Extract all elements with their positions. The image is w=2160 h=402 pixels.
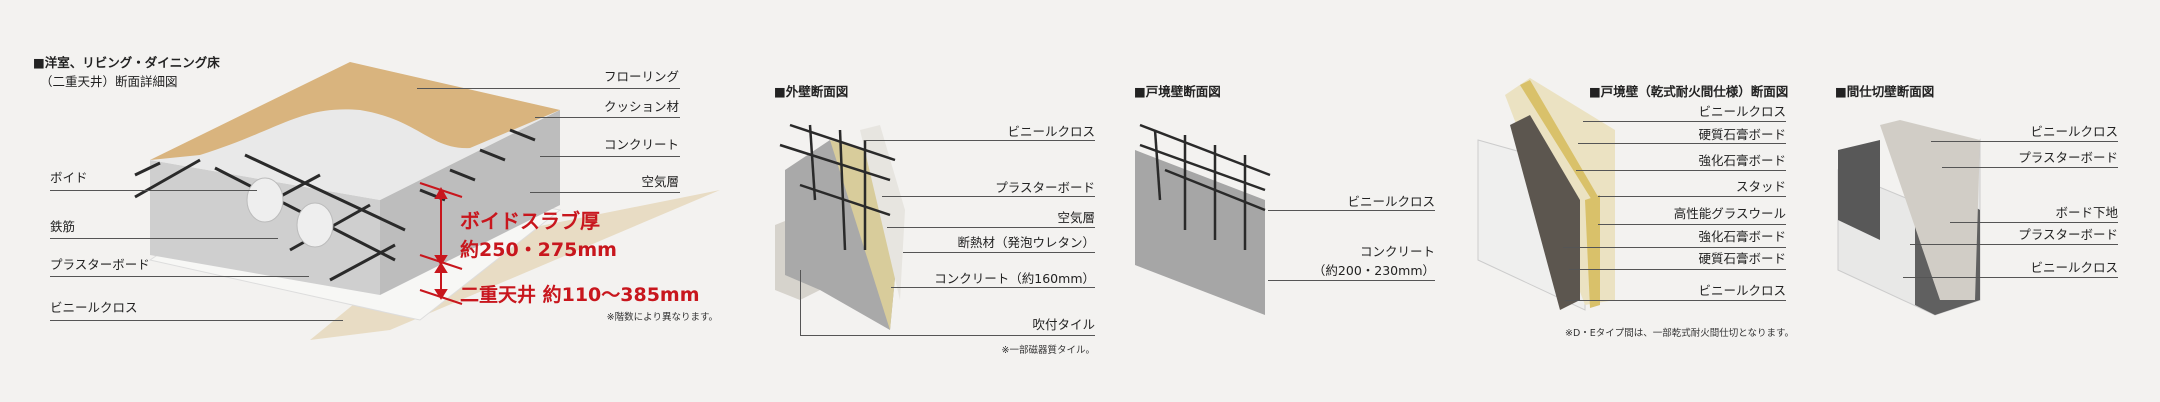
- floor-title-line2: （二重天井）断面詳細図: [40, 74, 178, 89]
- label-vinyl-cloth: ビニールクロス: [1347, 194, 1435, 209]
- leader-line: [535, 117, 680, 118]
- label-concrete: コンクリート: [1359, 244, 1435, 259]
- leader-line: [50, 276, 309, 277]
- dry-party-wall-title: ■戸境壁（乾式耐火間仕様）断面図: [1589, 84, 1789, 99]
- label-air-layer: 空気層: [1057, 210, 1095, 225]
- label-concrete-thickness: （約200・230mm）: [1312, 263, 1435, 278]
- label-plasterboard: プラスターボード: [2018, 227, 2118, 242]
- leader-line: [1569, 269, 1786, 270]
- label-void: ボイド: [50, 170, 88, 185]
- label-vinyl-cloth: ビニールクロス: [1698, 283, 1786, 298]
- exterior-wall-title: ■外壁断面図: [774, 84, 849, 99]
- leader-line: [887, 227, 1095, 228]
- double-ceiling-label: 二重天井 約110〜385mm: [460, 284, 700, 306]
- label-reinforced-gypsum-board: 強化石膏ボード: [1698, 153, 1786, 168]
- floor-title-line1: ■洋室、リビング・ダイニング床: [33, 55, 220, 70]
- floor-note: ※階数により異なります。: [606, 312, 718, 323]
- label-plasterboard: プラスターボード: [2018, 150, 2118, 165]
- leader-line: [1598, 224, 1786, 225]
- leader-line: [903, 252, 1095, 253]
- leader-line: [50, 238, 278, 239]
- label-vinyl-cloth: ビニールクロス: [2030, 260, 2118, 275]
- label-concrete: コンクリート（約160mm）: [934, 271, 1095, 286]
- label-vinyl-cloth: ビニールクロス: [50, 300, 138, 315]
- leader-line: [50, 190, 257, 191]
- leader-line: [800, 270, 801, 335]
- label-rebar: 鉄筋: [50, 219, 76, 234]
- leader-line: [800, 335, 1095, 336]
- leader-line: [1578, 143, 1786, 144]
- partition-wall-title: ■間仕切壁断面図: [1835, 84, 1935, 99]
- leader-line: [1942, 167, 2118, 168]
- leader-line: [540, 156, 680, 157]
- leader-line: [1565, 300, 1786, 301]
- dry-party-wall-illustration: [1477, 78, 1615, 311]
- leader-line: [1268, 210, 1435, 211]
- slab-thickness-label: ボイドスラブ厚: [460, 209, 600, 233]
- label-insulation: 断熱材（発泡ウレタン）: [957, 235, 1095, 250]
- leader-line: [1583, 121, 1786, 122]
- party-wall-illustration: [1135, 123, 1271, 315]
- label-cushion: クッション材: [603, 99, 679, 114]
- party-wall-title: ■戸境壁断面図: [1134, 84, 1221, 99]
- leader-line: [864, 140, 1095, 141]
- leader-line: [1931, 141, 2118, 142]
- slab-thickness-value: 約250・275mm: [460, 239, 617, 261]
- exterior-wall-illustration: [775, 123, 905, 330]
- exterior-wall-note: ※一部磁器質タイル。: [1001, 345, 1095, 356]
- label-concrete: コンクリート: [603, 137, 679, 152]
- label-glass-wool: 高性能グラスウール: [1673, 206, 1786, 221]
- label-reinforced-gypsum-board: 強化石膏ボード: [1698, 229, 1786, 244]
- label-plasterboard: プラスターボード: [995, 180, 1095, 195]
- floor-section-illustration: [134, 62, 720, 340]
- label-vinyl-cloth: ビニールクロス: [2030, 124, 2118, 139]
- label-hard-gypsum-board: 硬質石膏ボード: [1698, 251, 1786, 266]
- leader-line: [417, 88, 680, 89]
- leader-line: [1576, 170, 1786, 171]
- label-sprayed-tile: 吹付タイル: [1032, 317, 1095, 332]
- leader-line: [1563, 247, 1786, 248]
- label-air-layer: 空気層: [641, 174, 679, 189]
- label-stud: スタッド: [1735, 179, 1786, 194]
- leader-line: [882, 196, 1095, 197]
- leader-line: [891, 287, 1095, 288]
- leader-line: [1598, 196, 1786, 197]
- dry-party-wall-note: ※D・Eタイプ間は、一部乾式耐火間仕切となります。: [1565, 328, 1795, 339]
- label-plasterboard: プラスターボード: [50, 257, 150, 272]
- label-hard-gypsum-board: 硬質石膏ボード: [1698, 127, 1786, 142]
- leader-line: [1950, 222, 2118, 223]
- label-board-base: ボード下地: [2055, 205, 2118, 220]
- leader-line: [50, 320, 343, 321]
- label-vinyl-cloth: ビニールクロス: [1007, 124, 1095, 139]
- partition-wall-illustration: [1837, 120, 1981, 316]
- label-flooring: フローリング: [603, 69, 679, 84]
- leader-line: [1903, 277, 2118, 278]
- leader-line: [530, 192, 680, 193]
- label-vinyl-cloth: ビニールクロス: [1698, 104, 1786, 119]
- leader-line: [1268, 280, 1435, 281]
- leader-line: [1910, 244, 2118, 245]
